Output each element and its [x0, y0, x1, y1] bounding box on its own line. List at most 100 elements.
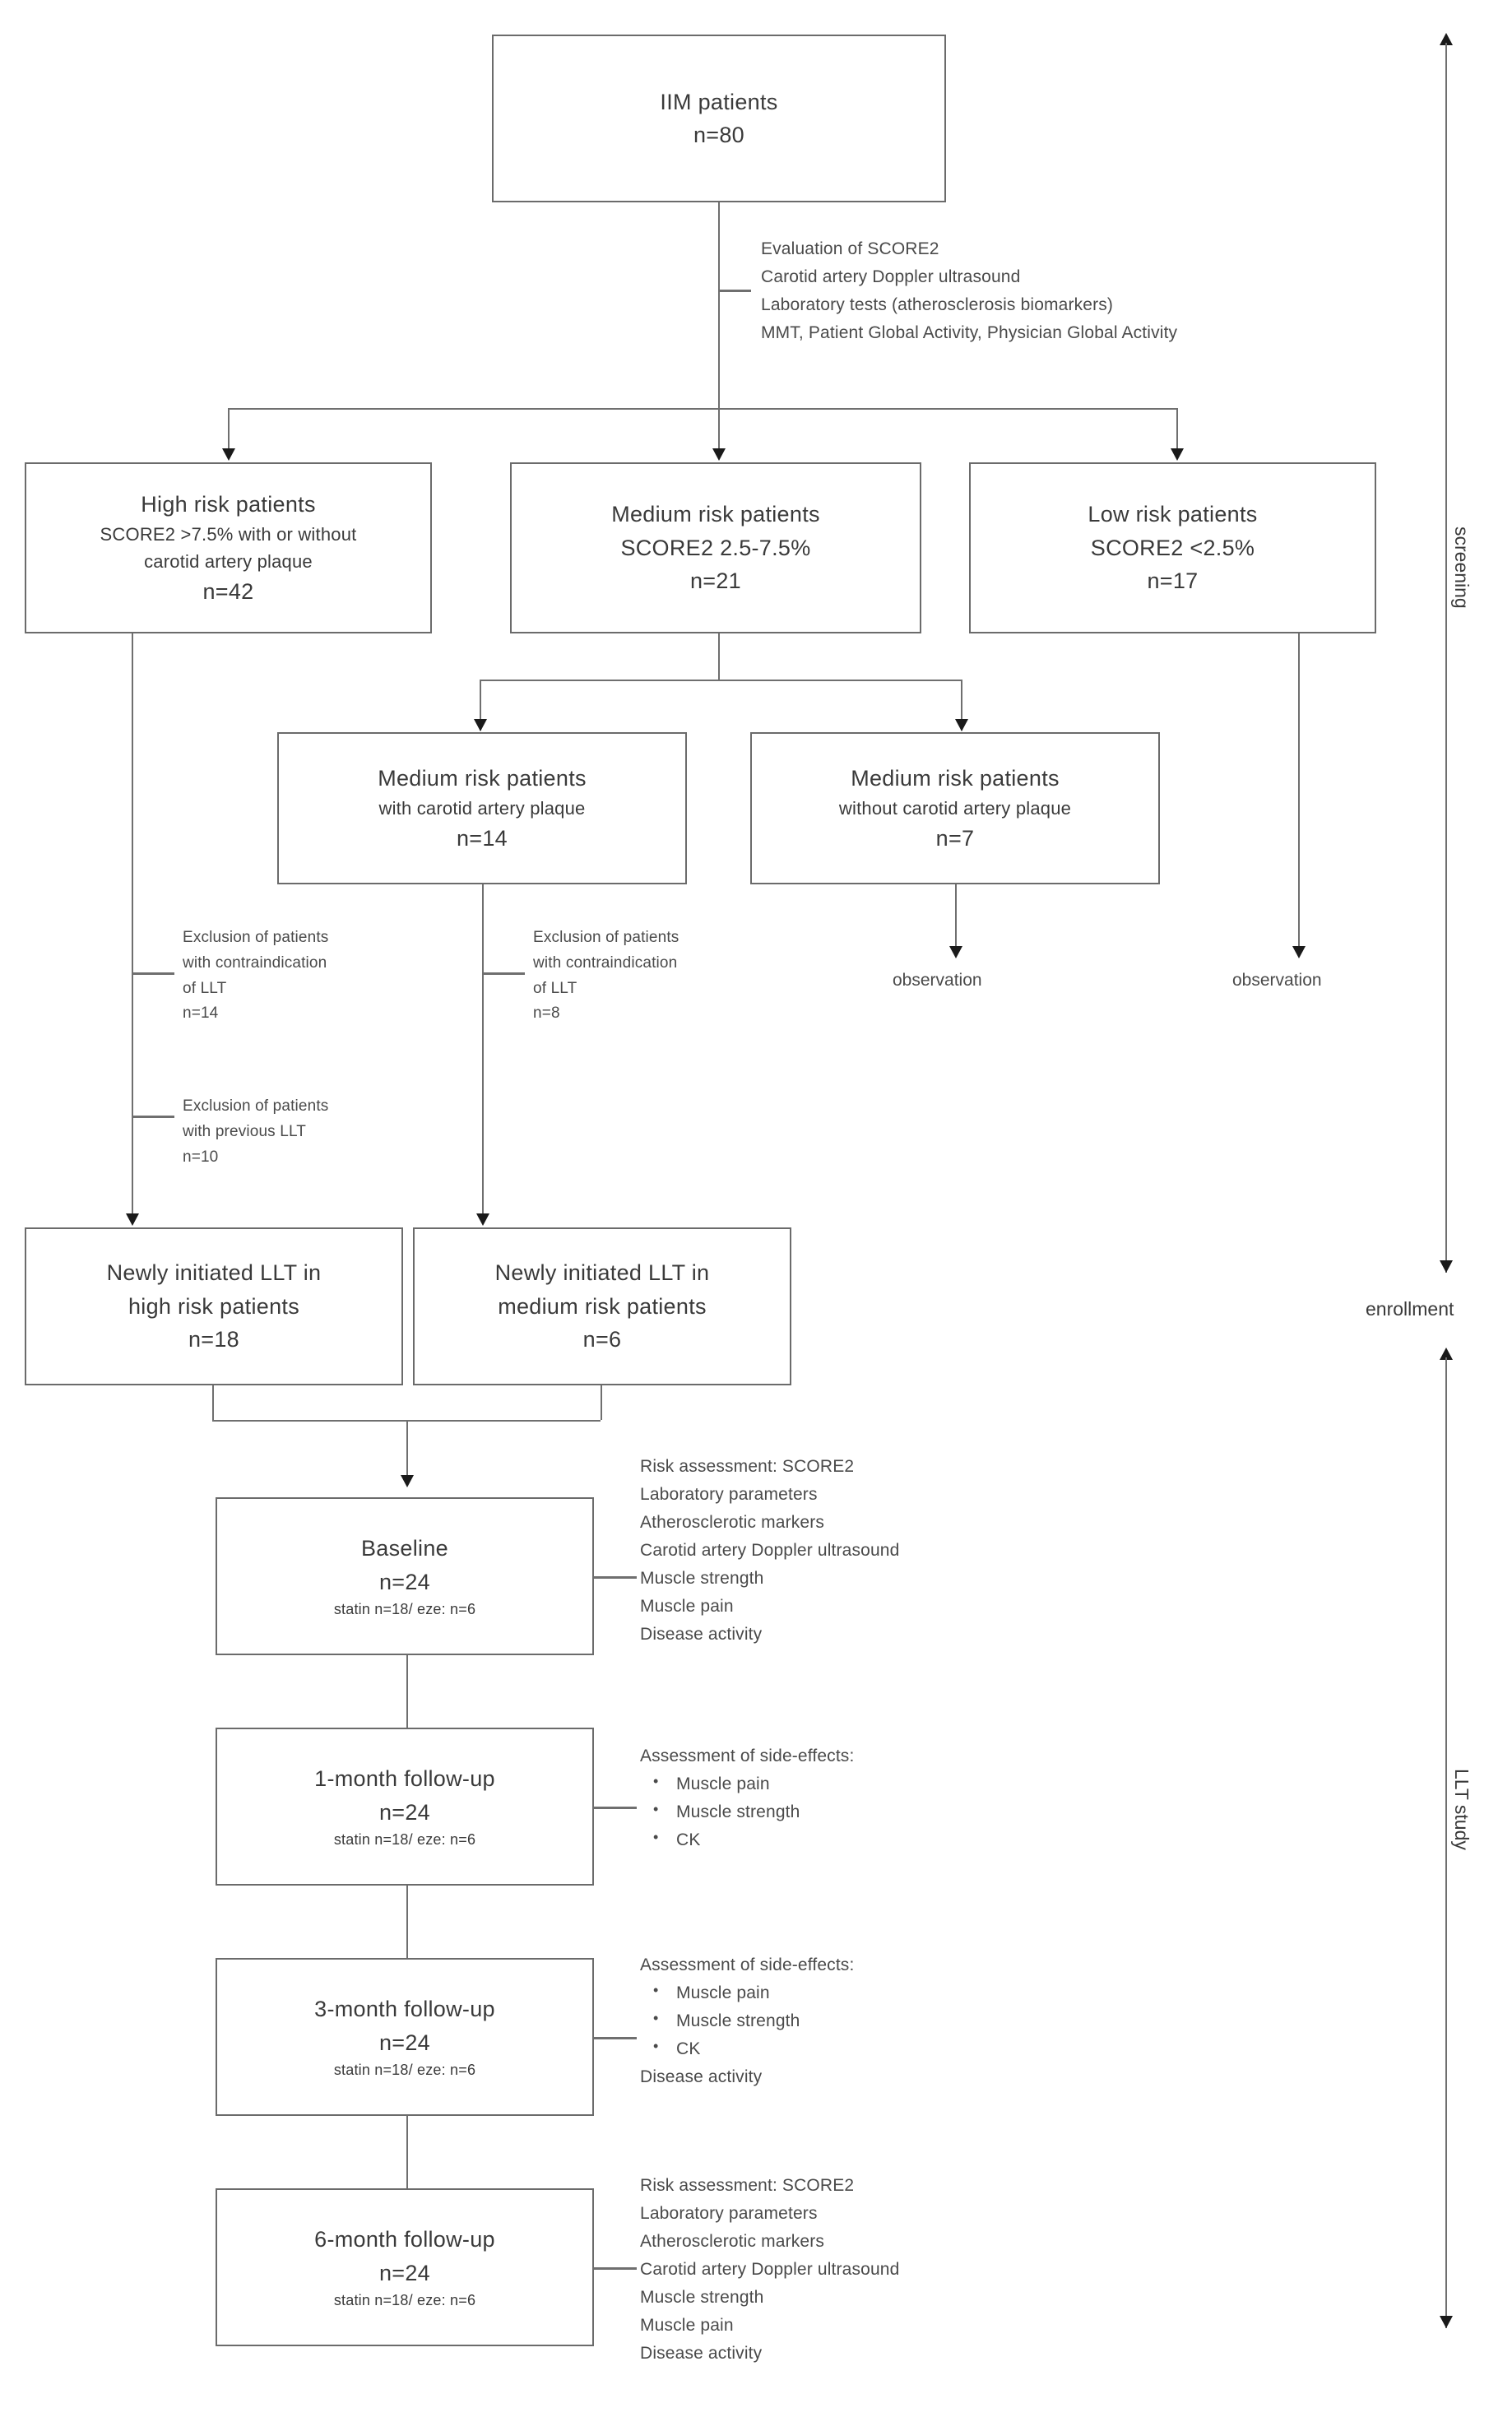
- followup-6m-assessment-4: Carotid artery Doppler ultrasound: [640, 2260, 900, 2280]
- baseline-assessment-3: Atherosclerotic markers: [640, 1513, 825, 1533]
- exclusion-high-prev-line-2: with previous LLT: [183, 1122, 307, 1140]
- node-medium-with-plaque-count: n=14: [456, 826, 508, 851]
- node-iim-patients-count: n=80: [693, 123, 745, 147]
- connector-split-center: [718, 408, 720, 459]
- tick-baseline-annotation: [594, 1576, 637, 1579]
- node-baseline-title: Baseline: [361, 1536, 448, 1561]
- node-llt-medium-count: n=6: [582, 1327, 622, 1352]
- followup-3m-heading: Assessment of side-effects:: [640, 1955, 855, 1974]
- screening-assessment-2: Carotid artery Doppler ultrasound: [761, 267, 1021, 287]
- exclusion-high-contra-line-1: Exclusion of patients: [183, 929, 329, 946]
- baseline-assessment-7: Disease activity: [640, 1625, 763, 1645]
- node-llt-high-line-2: high risk patients: [128, 1293, 299, 1319]
- node-llt-medium-risk: Newly initiated LLT in medium risk patie…: [413, 1227, 791, 1385]
- followup-1m-item-2: Muscle strength: [640, 1798, 854, 1826]
- followup-3m-list: Muscle pain Muscle strength CK: [640, 1979, 854, 2063]
- node-high-risk-criteria-2: carotid artery plaque: [144, 551, 313, 572]
- followup-6m-assessment-7: Disease activity: [640, 2344, 763, 2364]
- axis-screening: [1445, 43, 1447, 1273]
- baseline-assessment-6: Muscle pain: [640, 1597, 734, 1617]
- arrow-observation-medium: [949, 946, 962, 958]
- tick-screening-annotation: [718, 290, 751, 292]
- node-followup-1m-count: n=24: [378, 1799, 431, 1825]
- screening-assessment-4: MMT, Patient Global Activity, Physician …: [761, 323, 1178, 343]
- node-followup-3m: 3-month follow-up n=24 statin n=18/ eze:…: [216, 1958, 594, 2116]
- exclusion-high-prev-count: n=10: [183, 1148, 219, 1166]
- tick-followup-3m-annotation: [594, 2037, 637, 2039]
- baseline-assessment-4: Carotid artery Doppler ultrasound: [640, 1541, 900, 1561]
- arrow-llt-study-top: [1440, 1348, 1453, 1360]
- exclusion-medium-contra-line-3: of LLT: [533, 979, 577, 997]
- exclusion-medium-contra-count: n=8: [533, 1004, 560, 1023]
- connector-1m-to-3m: [406, 1886, 408, 2007]
- annotation-followup-1m-assessments: Assessment of side-effects: Muscle pain …: [640, 1742, 854, 1854]
- node-followup-6m-title: 6-month follow-up: [314, 2227, 495, 2252]
- followup-6m-assessment-5: Muscle strength: [640, 2288, 764, 2308]
- node-medium-risk-criteria: SCORE2 2.5-7.5%: [620, 535, 811, 560]
- exclusion-high-contra-line-3: of LLT: [183, 979, 227, 997]
- node-baseline: Baseline n=24 statin n=18/ eze: n=6: [216, 1497, 594, 1655]
- tick-followup-1m-annotation: [594, 1807, 637, 1809]
- followup-3m-footer: Disease activity: [640, 2067, 763, 2087]
- connector-split-right: [1176, 408, 1178, 459]
- node-high-risk-count: n=42: [202, 579, 254, 604]
- connector-medium-without-plaque-to-observation: [955, 884, 957, 955]
- node-llt-medium-line-1: Newly initiated LLT in: [494, 1260, 710, 1286]
- baseline-assessment-2: Laboratory parameters: [640, 1485, 818, 1505]
- annotation-exclusion-high-previous: Exclusion of patients with previous LLT …: [183, 1094, 328, 1170]
- arrow-screening-top: [1440, 33, 1453, 45]
- node-followup-3m-title: 3-month follow-up: [314, 1997, 495, 2021]
- arrow-to-medium-risk: [712, 448, 726, 461]
- node-medium-without-plaque-title: Medium risk patients: [851, 765, 1060, 791]
- connector-low-risk-to-observation: [1298, 633, 1300, 955]
- node-medium-risk-title: Medium risk patients: [611, 502, 820, 527]
- exclusion-high-prev-line-1: Exclusion of patients: [183, 1097, 329, 1115]
- node-iim-patients: IIM patients n=80: [492, 35, 946, 202]
- arrow-to-llt-medium: [476, 1213, 489, 1226]
- node-low-risk: Low risk patients SCORE2 <2.5% n=17: [969, 462, 1376, 633]
- node-high-risk-criteria-1: SCORE2 >7.5% with or without: [100, 524, 357, 545]
- annotation-exclusion-medium-contraindication: Exclusion of patients with contraindicat…: [533, 926, 679, 1027]
- phase-label-enrollment: enrollment: [1366, 1298, 1454, 1320]
- connector-medium-subsplit-bar: [480, 680, 961, 681]
- annotation-followup-3m-assessments: Assessment of side-effects: Muscle pain …: [640, 1951, 854, 2091]
- followup-6m-assessment-3: Atherosclerotic markers: [640, 2232, 825, 2252]
- screening-assessment-3: Laboratory tests (atherosclerosis biomar…: [761, 295, 1114, 315]
- phase-label-llt-study: LLT study: [1451, 1769, 1473, 1850]
- connector-medium-subsplit-left: [480, 680, 481, 731]
- connector-llt-high-down: [212, 1385, 214, 1420]
- node-baseline-breakdown: statin n=18/ eze: n=6: [333, 1601, 476, 1617]
- followup-3m-item-2: Muscle strength: [640, 2007, 854, 2035]
- connector-high-risk-to-llt: [132, 633, 133, 1224]
- node-high-risk-title: High risk patients: [141, 491, 316, 517]
- followup-6m-assessment-1: Risk assessment: SCORE2: [640, 2176, 855, 2195]
- tick-exclusion-high-contraindication: [132, 972, 174, 975]
- label-observation-low: observation: [1232, 971, 1322, 990]
- tick-exclusion-high-previous: [132, 1116, 174, 1118]
- arrow-observation-low: [1292, 946, 1306, 958]
- node-llt-high-line-1: Newly initiated LLT in: [106, 1260, 322, 1286]
- node-medium-with-plaque-detail: with carotid artery plaque: [378, 798, 586, 819]
- connector-split-left: [228, 408, 230, 459]
- arrow-to-high-risk: [222, 448, 235, 461]
- connector-merge-to-baseline: [406, 1420, 408, 1484]
- arrow-llt-study-bottom: [1440, 2316, 1453, 2328]
- node-llt-high-risk: Newly initiated LLT in high risk patient…: [25, 1227, 403, 1385]
- tick-followup-6m-annotation: [594, 2267, 637, 2270]
- connector-medium-subsplit-right: [961, 680, 962, 731]
- node-llt-high-count: n=18: [188, 1327, 240, 1352]
- followup-6m-assessment-6: Muscle pain: [640, 2316, 734, 2336]
- baseline-assessment-5: Muscle strength: [640, 1569, 764, 1589]
- label-observation-medium: observation: [893, 971, 982, 990]
- followup-1m-item-1: Muscle pain: [640, 1770, 854, 1798]
- connector-iim-to-split: [718, 202, 720, 408]
- baseline-assessment-1: Risk assessment: SCORE2: [640, 1457, 855, 1476]
- followup-1m-heading: Assessment of side-effects:: [640, 1747, 855, 1765]
- followup-3m-item-3: CK: [640, 2034, 854, 2063]
- node-baseline-count: n=24: [378, 1569, 431, 1594]
- followup-1m-list: Muscle pain Muscle strength CK: [640, 1770, 854, 1854]
- arrow-screening-bottom: [1440, 1260, 1453, 1273]
- connector-3m-to-6m: [406, 2116, 408, 2238]
- node-followup-6m: 6-month follow-up n=24 statin n=18/ eze:…: [216, 2188, 594, 2346]
